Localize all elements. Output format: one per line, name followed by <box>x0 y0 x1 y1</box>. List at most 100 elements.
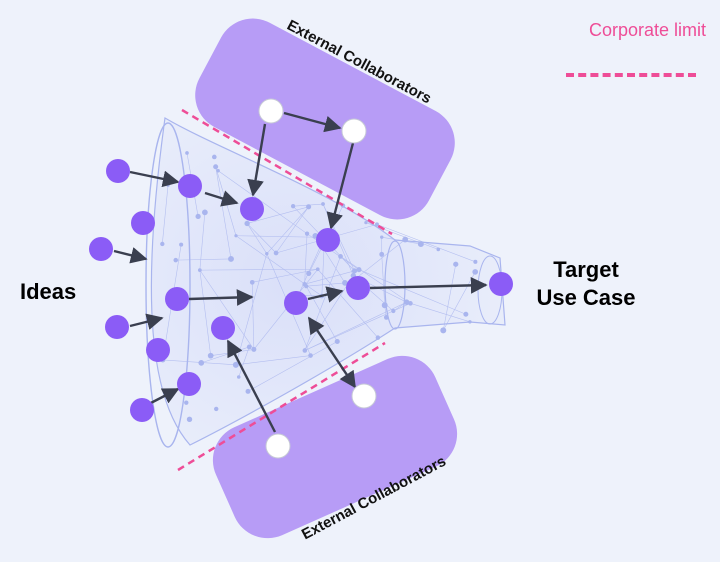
collaborator-node <box>258 98 284 124</box>
idea-node <box>131 211 155 235</box>
mesh-dot <box>472 269 479 275</box>
mesh-dot <box>453 261 459 267</box>
mesh-dot <box>195 213 201 220</box>
target-label-line1: Target <box>553 257 619 282</box>
arrow <box>113 247 148 264</box>
arrow <box>247 123 267 197</box>
mesh-line <box>304 269 360 285</box>
arrow <box>226 339 277 433</box>
idea-node <box>316 228 340 252</box>
mesh-dot <box>306 204 312 210</box>
mesh-dot <box>228 255 234 262</box>
mesh-dot <box>234 234 238 238</box>
mesh-dot <box>383 315 389 320</box>
corporate-limit-bottom <box>177 341 386 472</box>
mesh-dot <box>184 400 189 405</box>
collaborator-node <box>265 433 291 459</box>
idea-node <box>177 372 201 396</box>
mesh-dot <box>381 302 388 309</box>
mesh-line <box>246 223 268 254</box>
mesh-line <box>306 282 345 287</box>
mesh-dot <box>245 388 251 394</box>
mesh-dot <box>202 209 208 216</box>
mesh-dot <box>315 267 320 272</box>
arrow <box>369 276 488 294</box>
mesh-dot <box>356 267 362 273</box>
mesh-line <box>252 268 318 283</box>
mesh-dot <box>302 348 308 353</box>
arrow <box>308 316 356 389</box>
collaborator-node <box>341 118 367 144</box>
mesh-line <box>238 346 250 378</box>
mesh-dot <box>321 202 325 206</box>
arrow <box>283 111 342 133</box>
mesh-line <box>306 233 360 270</box>
mesh-dot <box>306 270 312 277</box>
idea-node <box>346 276 370 300</box>
idea-node <box>178 174 202 198</box>
corporate-limit-top <box>181 108 393 236</box>
collaborator-node <box>351 383 377 409</box>
mesh-line <box>162 185 169 244</box>
mesh-dot <box>403 299 410 305</box>
mesh-dot <box>249 279 255 285</box>
mesh-dot <box>473 259 478 264</box>
arrow <box>129 313 164 330</box>
mesh-line <box>317 269 379 338</box>
mesh-dot <box>211 154 217 160</box>
mesh-line <box>353 239 406 281</box>
legend-dashed-line <box>566 73 696 77</box>
idea-node <box>165 287 189 311</box>
mesh-dot <box>374 222 379 227</box>
mesh-dot <box>265 251 269 256</box>
mesh-line <box>247 206 309 224</box>
mesh-dot <box>440 327 447 334</box>
mesh-dot <box>380 235 384 239</box>
mesh-line <box>443 271 476 331</box>
mesh-dot <box>391 308 396 314</box>
mesh-dot <box>213 164 219 170</box>
mesh-dot <box>166 183 170 187</box>
mesh-dot <box>207 352 214 359</box>
legend-label: Corporate limit <box>588 20 706 40</box>
mesh-line <box>175 258 232 261</box>
mesh-dot <box>160 241 165 247</box>
mesh-dot <box>304 231 310 236</box>
arrow <box>326 142 355 230</box>
idea-node <box>89 237 113 261</box>
mesh-line <box>340 256 411 304</box>
mesh-line <box>266 206 309 254</box>
mesh-dot <box>273 250 279 256</box>
mesh-dot <box>342 280 348 286</box>
mesh-dot <box>436 247 441 252</box>
mesh-line <box>246 223 277 254</box>
mesh-dot <box>185 151 189 155</box>
idea-node <box>130 398 154 422</box>
arrow <box>188 289 254 306</box>
mesh-line <box>199 270 211 356</box>
mesh-line <box>442 264 457 331</box>
mesh-line <box>199 269 255 350</box>
idea-node <box>105 315 129 339</box>
arrow <box>307 286 344 303</box>
mesh-dot <box>417 241 424 248</box>
mesh-dot <box>186 416 193 423</box>
mesh-line <box>381 236 421 245</box>
mesh-dot <box>379 251 385 257</box>
mesh-dot <box>244 220 250 227</box>
mesh-dot <box>463 311 469 317</box>
mesh-dot <box>236 375 241 379</box>
mesh-line <box>275 206 309 254</box>
arrow <box>204 190 239 207</box>
mesh-dot <box>375 335 381 340</box>
idea-node <box>284 291 308 315</box>
idea-node <box>240 197 264 221</box>
mesh-line <box>235 355 311 366</box>
idea-node <box>211 316 235 340</box>
target-label-line2: Use Case <box>536 285 636 310</box>
mesh-dot <box>468 320 472 324</box>
mesh-dot <box>198 360 205 366</box>
mesh-dot <box>173 257 178 263</box>
mesh-dot <box>308 353 313 358</box>
